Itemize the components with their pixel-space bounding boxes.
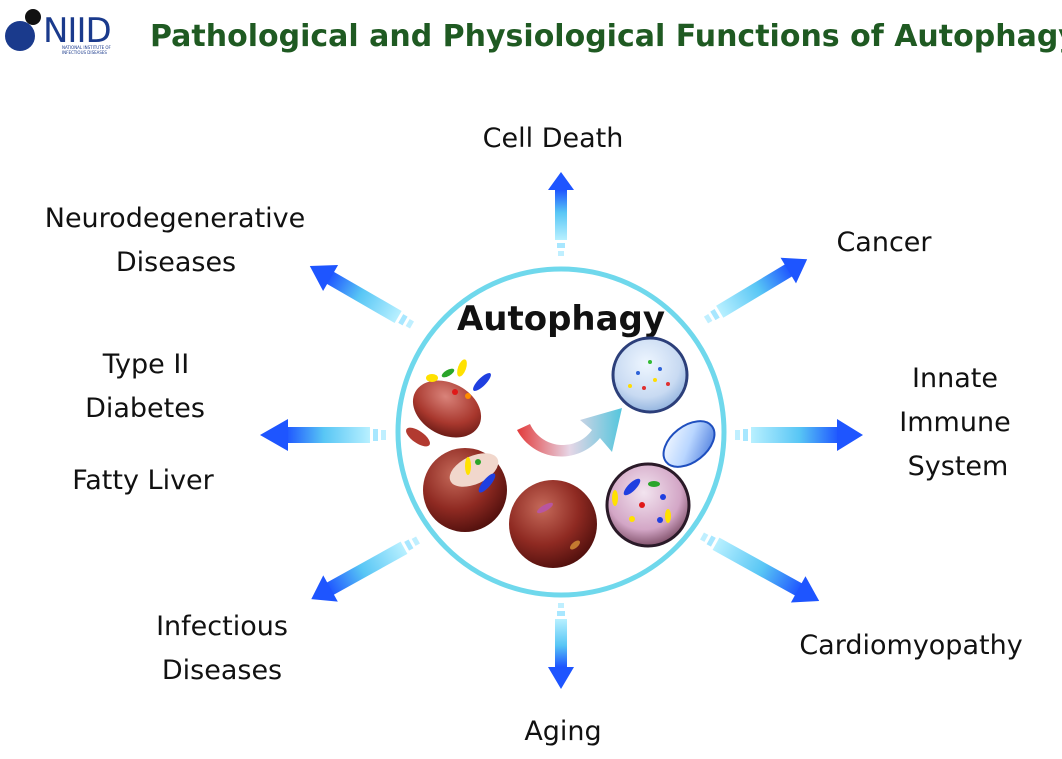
arrow-right <box>735 419 863 451</box>
logo-text: NIID <box>43 11 111 51</box>
autophagy-cells-illustration <box>406 336 716 568</box>
label-cancer: Cancer <box>836 227 932 258</box>
arrow-left <box>260 419 386 451</box>
logo-emblem <box>5 9 41 51</box>
label-type-ii: Type II <box>102 349 190 380</box>
arrow-down <box>548 603 574 689</box>
label-diabetes: Diabetes <box>85 393 205 424</box>
label-innate: Innate <box>912 363 998 394</box>
function-labels: Cell Death Cancer Innate Immune System C… <box>45 123 1023 747</box>
arrow-down-left <box>311 536 420 602</box>
label-diseases-infectious: Diseases <box>162 655 282 686</box>
label-system: System <box>908 451 1009 482</box>
center-label: Autophagy <box>457 299 665 339</box>
blue-disc <box>662 420 716 468</box>
red-cell-open <box>423 448 507 532</box>
arrow-up-right <box>703 257 808 324</box>
page-title: Pathological and Physiological Functions… <box>150 19 1062 54</box>
logo-subtext: INFECTIOUS DISEASES <box>62 50 107 55</box>
label-fatty-liver: Fatty Liver <box>72 465 214 496</box>
cut-cell-disc <box>406 359 491 447</box>
purple-cell-open <box>605 462 691 548</box>
arrow-up-left <box>309 265 414 329</box>
label-aging: Aging <box>524 716 601 747</box>
niid-logo: NIID NATIONAL INSTITUTE OF INFECTIOUS DI… <box>5 9 112 55</box>
curved-arrow-icon <box>517 408 622 457</box>
label-diseases-neuro: Diseases <box>116 247 236 278</box>
blue-cell-full <box>611 336 689 414</box>
label-immune: Immune <box>899 407 1010 438</box>
label-cardiomyopathy: Cardiomyopathy <box>799 630 1022 661</box>
red-cell-sphere <box>509 480 597 568</box>
arrow-down-right <box>700 532 820 603</box>
logo-subtext: NATIONAL INSTITUTE OF <box>62 45 112 50</box>
arrow-up <box>548 172 574 256</box>
label-infectious: Infectious <box>156 611 288 642</box>
function-arrows <box>260 172 863 689</box>
label-neurodegenerative: Neurodegenerative <box>45 203 306 234</box>
label-cell-death: Cell Death <box>483 123 624 154</box>
